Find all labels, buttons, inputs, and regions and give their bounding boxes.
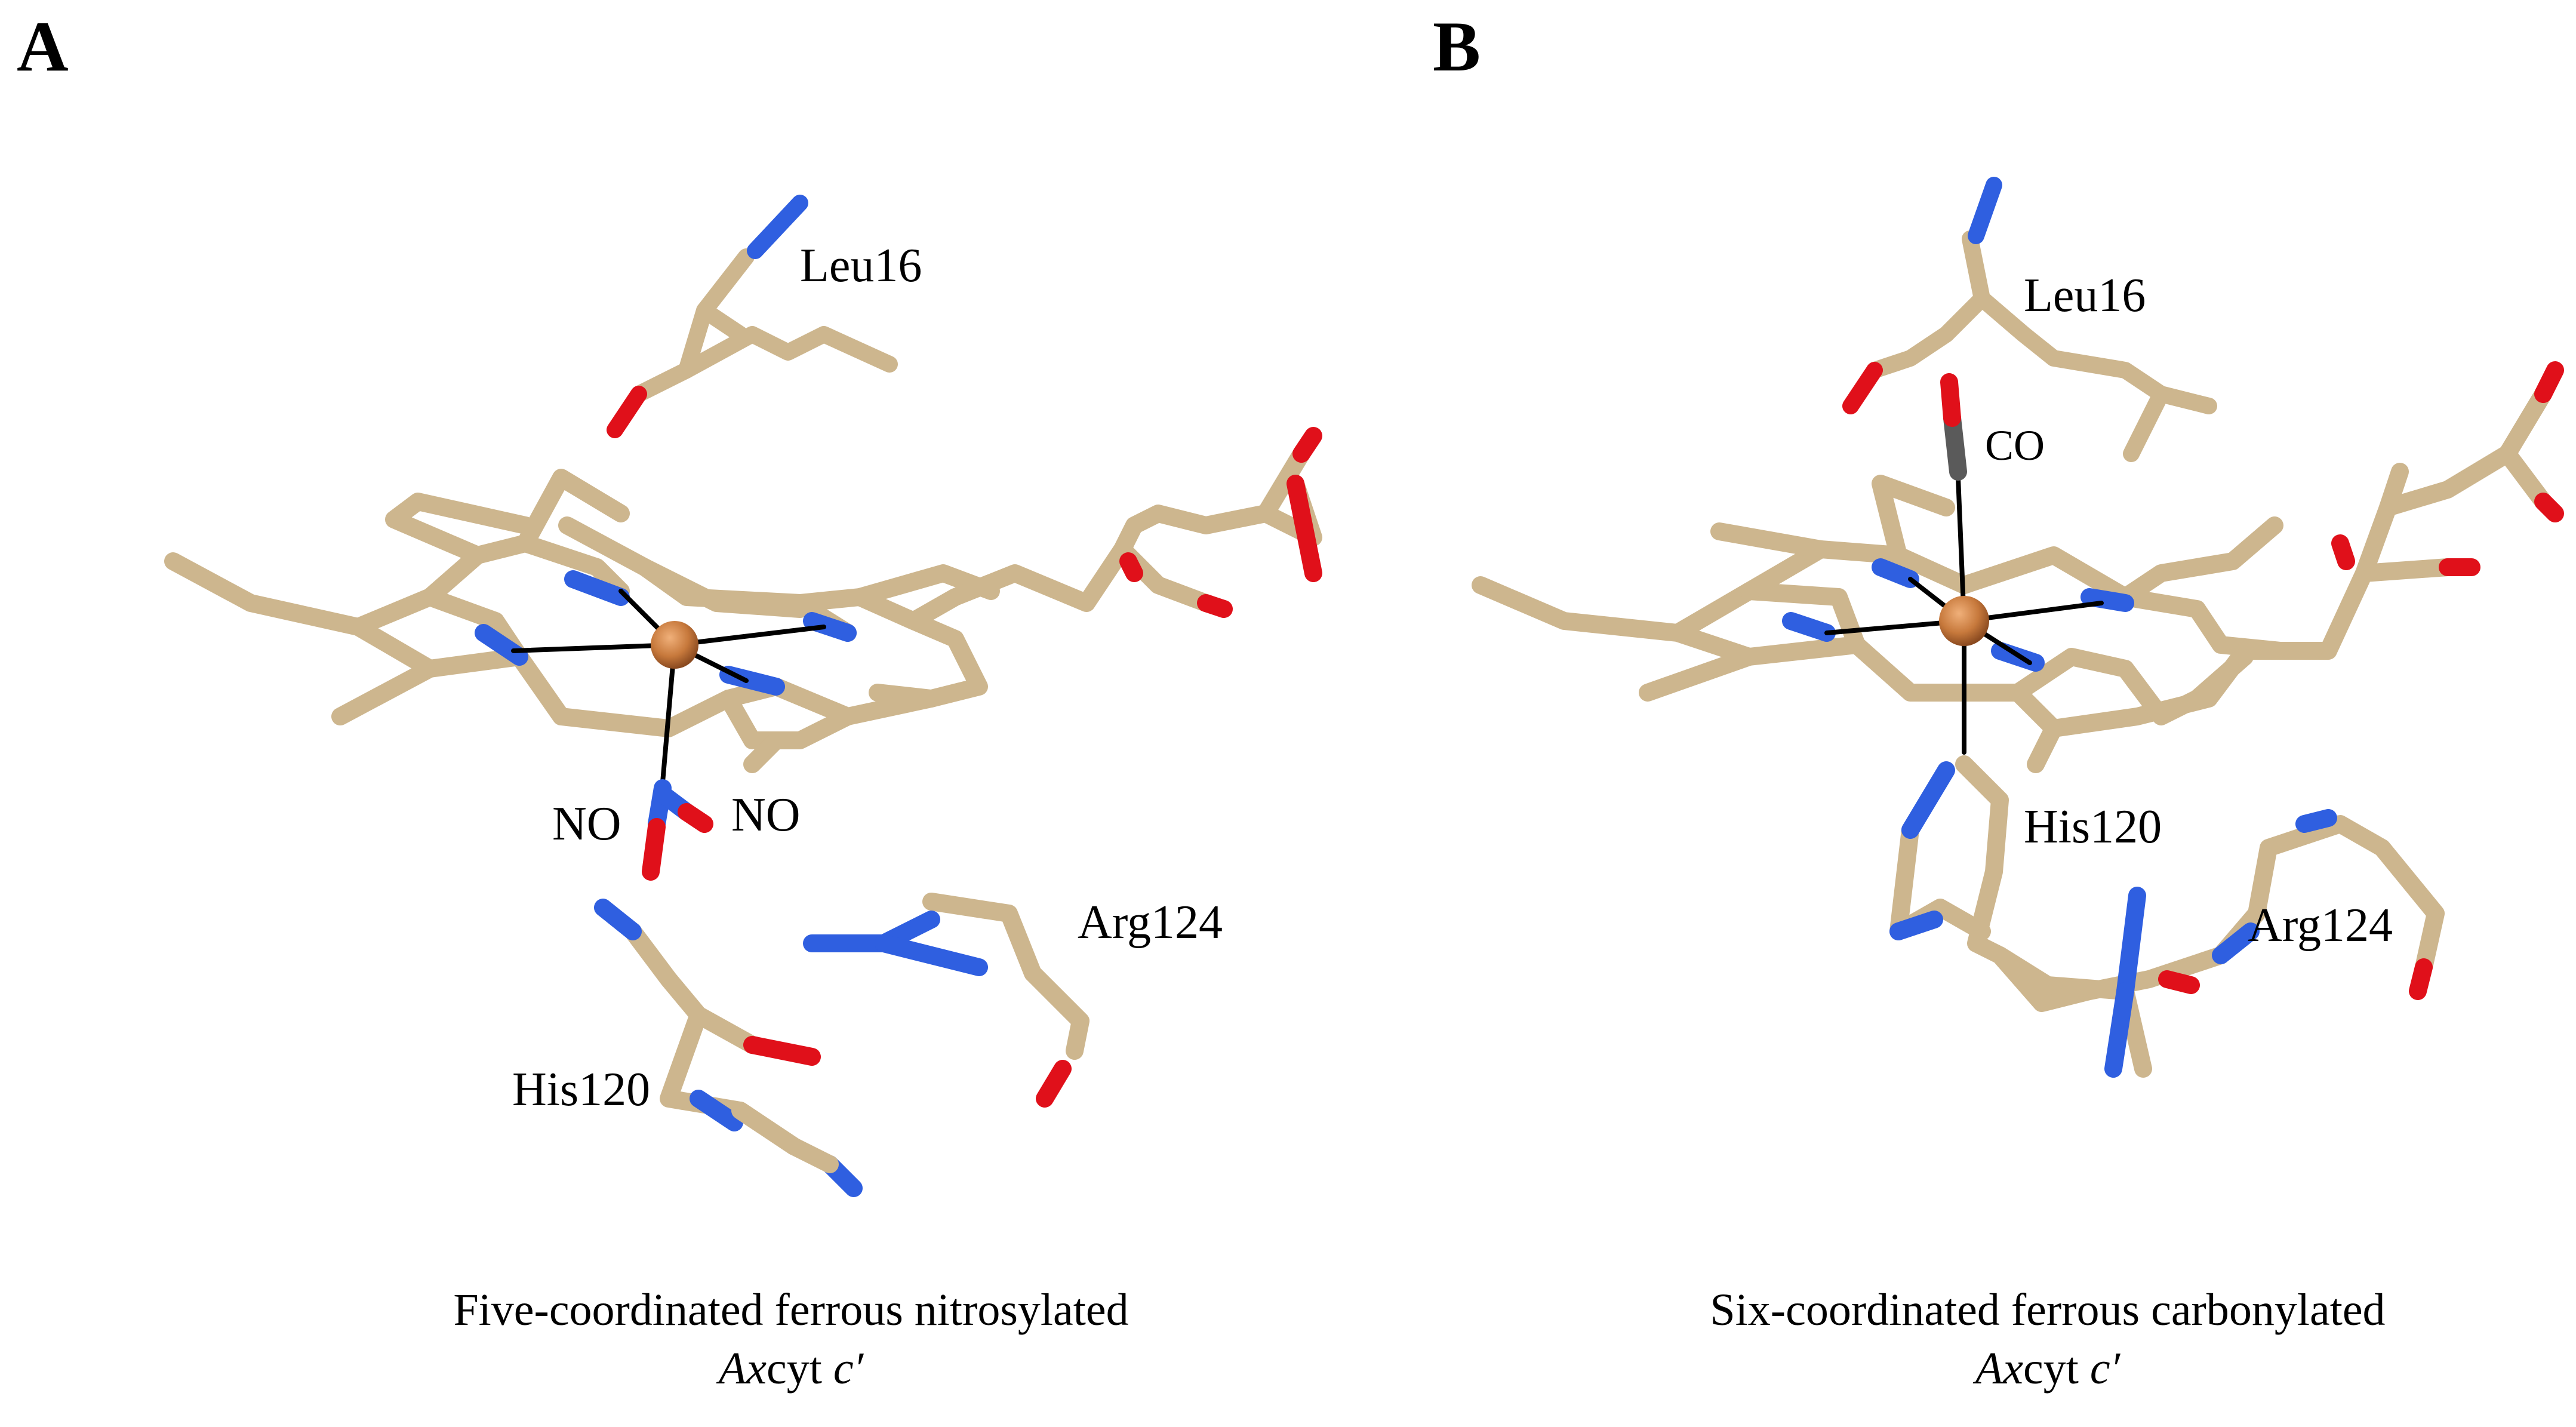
panel-b-co-ligand: [1940, 373, 1967, 481]
panel-a-caption-species: Ax: [718, 1343, 767, 1394]
panel-b-iron-atom: [1939, 596, 1989, 646]
panel-b-caption-cyt: cyt: [2023, 1343, 2090, 1394]
panel-b-label-his120: His120: [2024, 801, 2162, 853]
panel-b-label-arg124: Arg124: [2248, 899, 2393, 952]
panel-a-heme: [164, 427, 1322, 773]
panel-b-heme: [1472, 361, 2564, 773]
panel-a-caption-line2: Axcyt c′: [284, 1339, 1298, 1398]
panel-a-caption-cprime: c′: [833, 1343, 864, 1394]
panel-b-structure: [1472, 177, 2564, 1078]
panel-a-his120-residue: [594, 899, 863, 1197]
panel-a-no-ligand: [642, 779, 713, 881]
panel-b-caption: Six-coordinated ferrous carbonylated Axc…: [1540, 1281, 2555, 1398]
panel-a-caption-line1: Five-coordinated ferrous nitrosylated: [453, 1285, 1129, 1335]
panel-a-label-his120: His120: [512, 1063, 651, 1116]
panel-b-label-leu16: Leu16: [2024, 269, 2146, 322]
panel-a-label-no-2: NO: [731, 789, 801, 841]
panel-a-letter: A: [17, 7, 69, 86]
panel-b-leu16-residue: [1842, 177, 2217, 462]
panel-b-caption-line2: Axcyt c′: [1540, 1339, 2555, 1398]
panel-b-letter: B: [1433, 7, 1481, 86]
panel-a-structure: [164, 195, 1322, 1197]
panel-b-caption-species: Ax: [1975, 1343, 2023, 1394]
panel-b-his120-residue: [1889, 755, 2230, 1078]
panel-b-caption-line1: Six-coordinated ferrous carbonylated: [1710, 1285, 2386, 1335]
panel-a-label-arg124: Arg124: [1078, 896, 1223, 949]
panel-a-caption-cyt: cyt: [766, 1343, 833, 1394]
panel-a-caption: Five-coordinated ferrous nitrosylated Ax…: [284, 1281, 1298, 1398]
panel-b-caption-cprime: c′: [2089, 1343, 2120, 1394]
panel-b-arg124-residue: [2212, 809, 2445, 1000]
panel-a-leu16-residue: [607, 195, 898, 438]
panel-b-label-co: CO: [1985, 422, 2045, 469]
panel-a-arg124-residue: [803, 893, 1090, 1108]
panel-a-label-leu16: Leu16: [800, 239, 922, 292]
panel-a-label-no-1: NO: [552, 798, 621, 850]
panel-a-iron-atom: [651, 621, 698, 669]
